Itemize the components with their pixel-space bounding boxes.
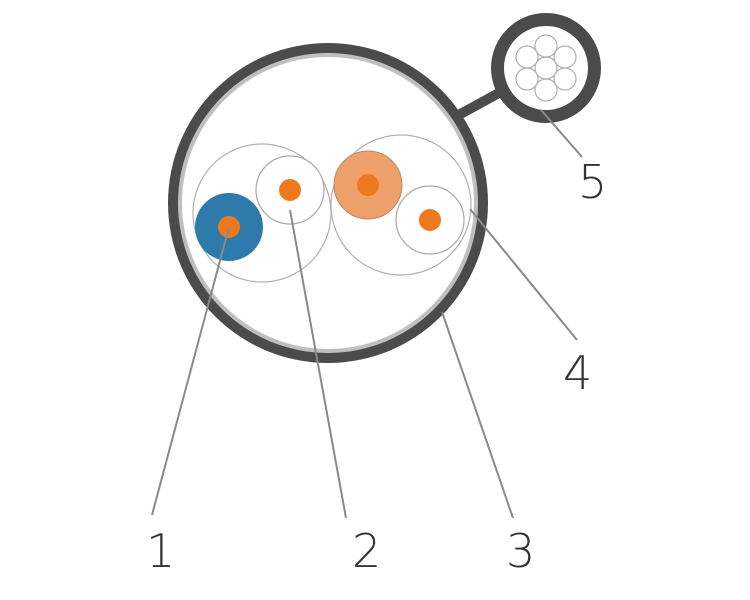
leader-line-5 bbox=[540, 109, 583, 158]
messenger-strand bbox=[515, 67, 539, 91]
messenger-wire bbox=[452, 13, 601, 123]
messenger-strand bbox=[553, 67, 577, 91]
messenger-strand bbox=[534, 34, 558, 58]
callout-label-4: 4 bbox=[563, 346, 592, 400]
callout-label-1: 1 bbox=[146, 524, 175, 578]
pair-wrap-circle bbox=[330, 134, 472, 276]
leader-line-2 bbox=[289, 209, 347, 519]
callout-labels: 1 2 3 4 5 bbox=[146, 155, 607, 578]
main-cable bbox=[168, 43, 488, 363]
leader-line-4 bbox=[469, 208, 578, 341]
twisted-pair-right bbox=[330, 134, 472, 276]
copper-core bbox=[419, 209, 441, 231]
cable-interior bbox=[182, 57, 474, 349]
leader-line-3 bbox=[441, 311, 514, 519]
callout-label-2: 2 bbox=[352, 524, 381, 578]
callout-label-3: 3 bbox=[506, 524, 535, 578]
copper-core bbox=[279, 179, 301, 201]
leader-line-1 bbox=[151, 226, 230, 516]
copper-core bbox=[357, 174, 379, 196]
leader-lines bbox=[151, 109, 583, 519]
messenger-strand bbox=[534, 78, 558, 102]
callout-label-5: 5 bbox=[578, 155, 607, 209]
messenger-core-area bbox=[504, 26, 588, 110]
